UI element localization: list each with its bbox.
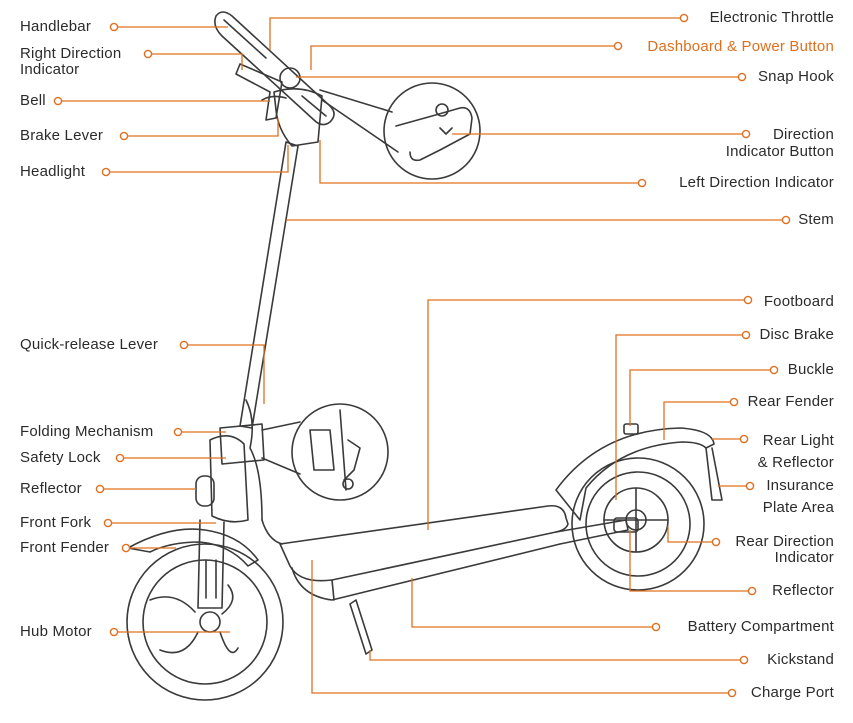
label-brake-lever: Brake Lever bbox=[20, 127, 104, 144]
label-insurance-plate-area-line1: Insurance bbox=[766, 477, 834, 494]
label-buckle: Buckle bbox=[787, 361, 834, 378]
label-left-direction-indicator: Left Direction Indicator bbox=[679, 174, 834, 191]
leader-lines bbox=[62, 17, 782, 694]
label-headlight: Headlight bbox=[20, 163, 86, 180]
label-snap-hook: Snap Hook bbox=[757, 68, 834, 85]
label-front-fork: Front Fork bbox=[20, 514, 92, 531]
label-rear-direction-indicator-line2: Indicator bbox=[774, 549, 834, 566]
label-footboard: Footboard bbox=[763, 293, 834, 310]
footboard bbox=[279, 504, 569, 582]
label-stem: Stem bbox=[798, 211, 834, 228]
label-electronic-throttle: Electronic Throttle bbox=[709, 9, 834, 26]
label-hub-motor: Hub Motor bbox=[20, 623, 92, 640]
label-battery-compartment: Battery Compartment bbox=[687, 618, 834, 635]
label-bell: Bell bbox=[20, 92, 46, 109]
kickstand bbox=[349, 599, 373, 655]
front-fender bbox=[127, 528, 259, 567]
folding-detail bbox=[291, 403, 389, 501]
dashboard bbox=[279, 67, 301, 89]
label-rear-fender: Rear Fender bbox=[747, 393, 834, 410]
label-folding-mechanism: Folding Mechanism bbox=[20, 423, 154, 440]
label-reflector-rear: Reflector bbox=[772, 582, 834, 599]
label-direction-indicator-button-line1: Direction bbox=[773, 126, 834, 143]
rear-fender bbox=[555, 427, 715, 521]
label-quick-release-lever: Quick-release Lever bbox=[20, 336, 159, 353]
folding-mechanism bbox=[219, 423, 265, 465]
label-dashboard-power-button: Dashboard & Power Button bbox=[647, 38, 834, 55]
label-right-direction-indicator-line1: Right Direction bbox=[20, 45, 122, 62]
brake-lever bbox=[235, 63, 283, 121]
direction-indicator-detail bbox=[383, 82, 481, 180]
label-handlebar: Handlebar bbox=[20, 18, 92, 35]
label-rear-light-reflector-line1: Rear Light bbox=[762, 432, 834, 449]
label-insurance-plate-area-line2: Plate Area bbox=[762, 499, 834, 516]
label-reflector-front: Reflector bbox=[20, 480, 82, 497]
rear-direction-indicator bbox=[613, 517, 639, 533]
front-reflector bbox=[195, 475, 215, 507]
label-rear-direction-indicator-line1: Rear Direction bbox=[735, 533, 834, 550]
label-charge-port: Charge Port bbox=[750, 684, 834, 701]
leader-dots bbox=[53, 13, 791, 698]
label-disc-brake: Disc Brake bbox=[759, 326, 834, 343]
label-right-direction-indicator-line2: Indicator bbox=[20, 61, 80, 78]
rear-wheel bbox=[571, 457, 705, 591]
label-kickstand: Kickstand bbox=[767, 651, 834, 668]
label-front-fender: Front Fender bbox=[20, 539, 110, 556]
front-wheel bbox=[126, 543, 284, 701]
buckle bbox=[623, 423, 639, 435]
front-fork bbox=[197, 519, 225, 609]
handlebar-bar bbox=[214, 11, 335, 126]
label-rear-light-reflector-line2: & Reflector bbox=[757, 454, 834, 471]
label-safety-lock: Safety Lock bbox=[20, 449, 101, 466]
label-direction-indicator-button-line2: Indicator Button bbox=[725, 143, 834, 160]
stem bbox=[239, 141, 299, 429]
